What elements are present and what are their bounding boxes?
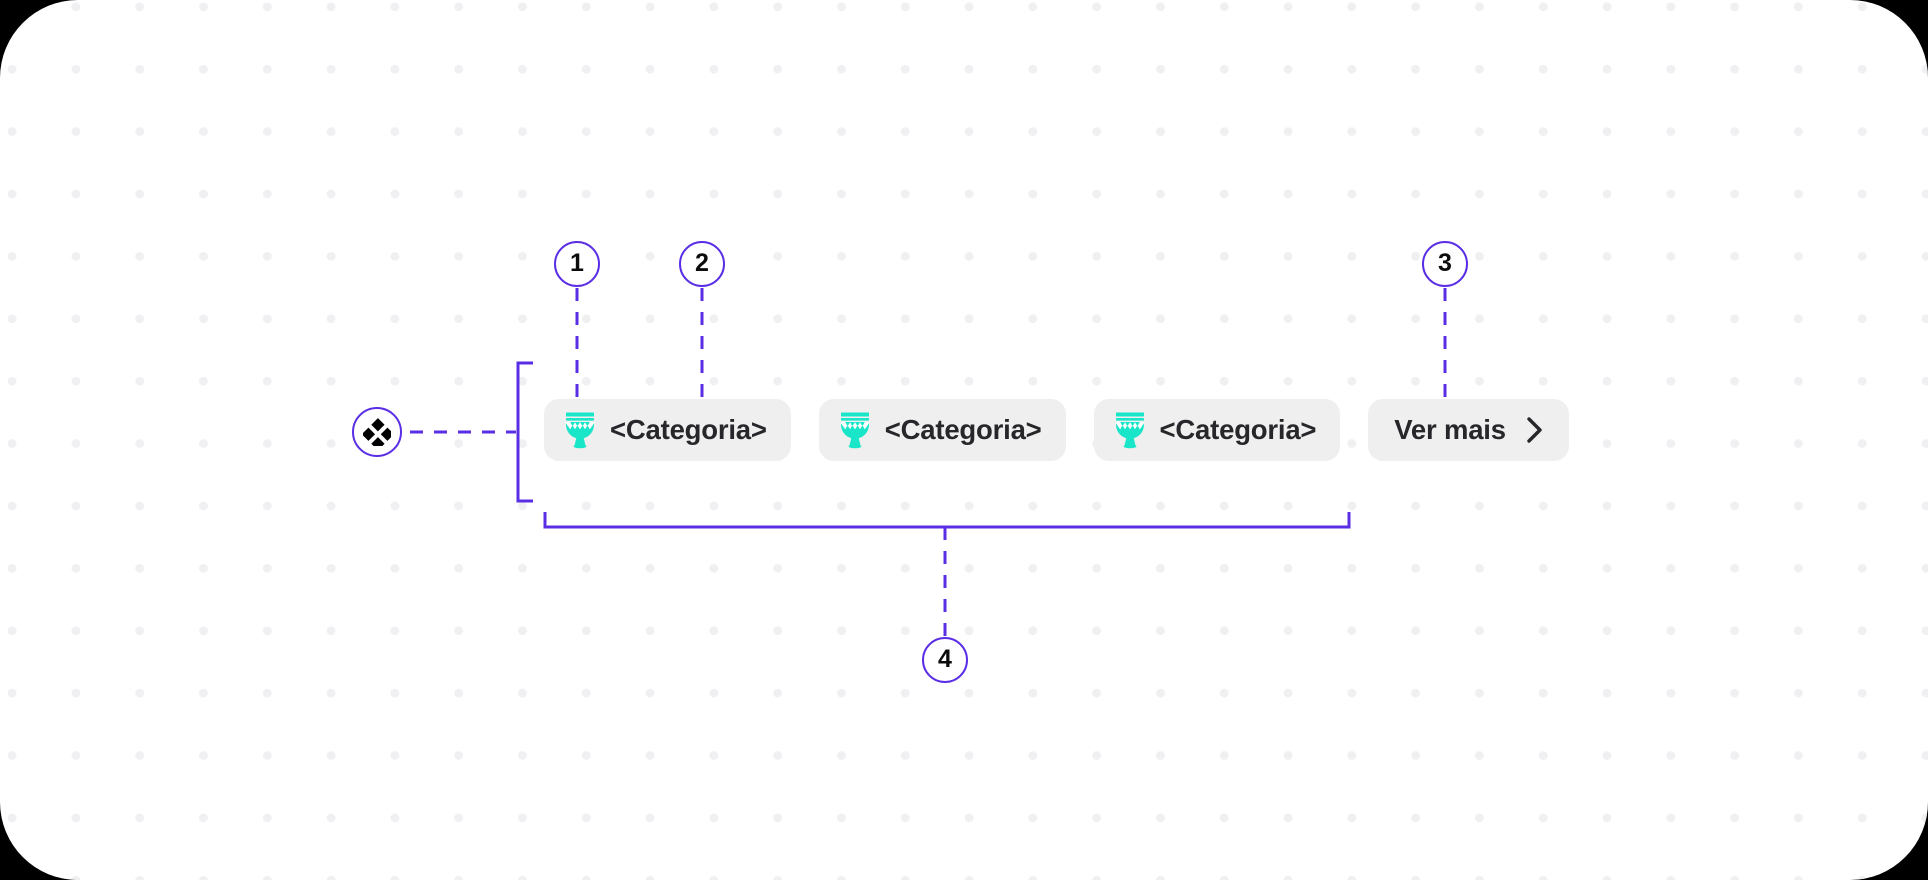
callout-marker-3[interactable]: 3: [1422, 241, 1468, 287]
category-chip-1-label: <Categoria>: [610, 414, 767, 446]
category-chip-2[interactable]: <Categoria>: [818, 399, 1066, 461]
djembe-drum-icon: [566, 412, 594, 449]
callout-marker-3-label: 3: [1438, 248, 1452, 277]
callout-marker-1[interactable]: 1: [554, 241, 600, 287]
see-more-label: Ver mais: [1394, 414, 1506, 446]
callout-marker-1-label: 1: [570, 248, 584, 277]
category-chip-3[interactable]: <Categoria>: [1093, 399, 1341, 461]
component-anchor-marker[interactable]: [352, 407, 402, 457]
callout-marker-4[interactable]: 4: [922, 637, 968, 683]
djembe-drum-icon: [840, 412, 869, 449]
bottom-bracket: [543, 512, 1351, 529]
callout-marker-2-label: 2: [695, 248, 709, 277]
four-diamonds-icon: [363, 418, 391, 446]
callout-marker-2[interactable]: 2: [679, 241, 725, 287]
callout-marker-4-label: 4: [938, 644, 952, 673]
category-chip-3-label: <Categoria>: [1159, 414, 1317, 446]
djembe-drum-icon: [1115, 412, 1144, 449]
chevron-right-icon: [1527, 417, 1542, 443]
category-chip-1[interactable]: <Categoria>: [544, 399, 791, 461]
category-chip-2-label: <Categoria>: [884, 414, 1042, 446]
see-more-button[interactable]: Ver mais: [1368, 399, 1569, 461]
category-chip-row: <Categoria> <Categoria> <Categ: [544, 399, 1569, 461]
left-bracket: [516, 361, 533, 503]
